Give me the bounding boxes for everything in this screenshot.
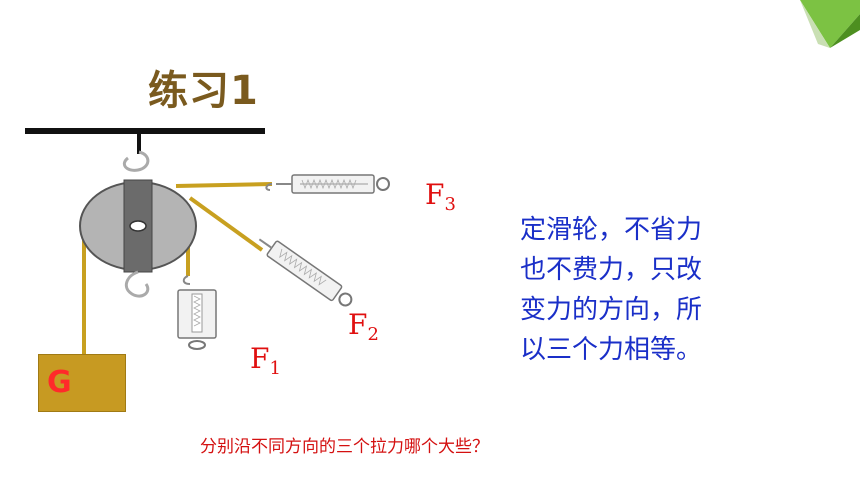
bottom-hook-icon bbox=[124, 270, 150, 298]
explanation-line: 定滑轮，不省力 bbox=[520, 215, 703, 245]
explanation-text: 定滑轮，不省力 也不费力，只改 变力的方向，所 以三个力相等。 bbox=[520, 210, 780, 370]
corner-decoration-icon bbox=[800, 0, 860, 48]
slide-title: 练习1 bbox=[148, 68, 259, 114]
force-label-f2: F2 bbox=[348, 308, 379, 345]
rope-f2 bbox=[188, 196, 264, 252]
question-text: 分别沿不同方向的三个拉力哪个大些？ bbox=[200, 437, 489, 457]
spring-scale-f3-icon bbox=[265, 174, 390, 194]
explanation-line: 也不费力，只改 bbox=[520, 255, 703, 285]
explanation-line: 变力的方向，所 bbox=[520, 295, 703, 325]
top-hook-icon bbox=[122, 150, 150, 172]
weight-block: G bbox=[38, 354, 126, 412]
spring-scale-f1-icon bbox=[177, 275, 217, 350]
pulley-axle bbox=[129, 220, 147, 232]
ceiling-post bbox=[137, 134, 141, 154]
force-label-f3: F3 bbox=[425, 178, 456, 215]
ceiling-bar bbox=[25, 128, 265, 134]
weight-label: G bbox=[47, 365, 72, 400]
explanation-line: 以三个力相等。 bbox=[520, 335, 703, 365]
spring-scale-f2-icon bbox=[258, 238, 353, 307]
rope-f3 bbox=[175, 182, 273, 188]
force-label-f1: F1 bbox=[250, 342, 281, 379]
